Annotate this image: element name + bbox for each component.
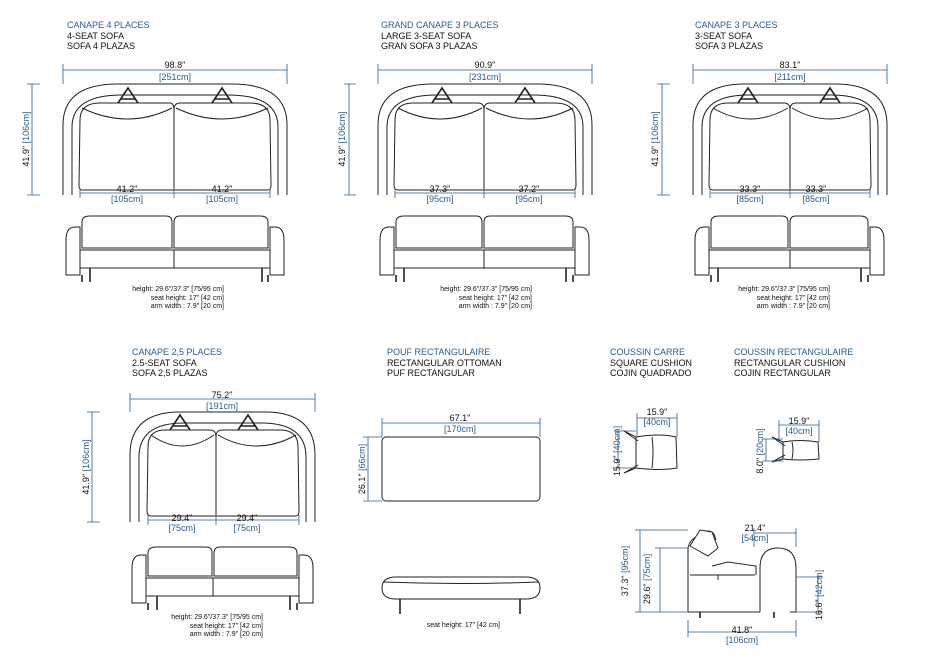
sofa3l-seat2-label: 37.2" [95cm] xyxy=(515,184,543,204)
square-cushion-title-es: COJIN QUADRADO xyxy=(610,368,692,378)
sofa4-specs: height: 29.6"/37.3" [75/95 cm] seat heig… xyxy=(132,286,224,310)
square-cushion-dimension-lines xyxy=(614,413,678,469)
side-back-height-label: 29.6" [75cm] xyxy=(642,553,652,605)
sofa4-title: CANAPE 4 PLACES 4-SEAT SOFA SOFA 4 PLAZA… xyxy=(67,20,150,52)
sofa3l-title: GRAND CANAPE 3 PLACES LARGE 3-SEAT SOFA … xyxy=(381,20,499,52)
ottoman-title-es: PUF RECTANGULAR xyxy=(387,368,475,378)
sofa3-seat2-label: 33.3" [85cm] xyxy=(802,184,830,204)
sofa25-title-en: 2.5-SEAT SOFA xyxy=(132,357,197,368)
sofa3l-top-view xyxy=(377,83,593,195)
sofa3-title: CANAPE 3 PLACES 3-SEAT SOFA SOFA 3 PLAZA… xyxy=(695,20,778,52)
square-cushion-title-fr: COUSSIN CARRE xyxy=(610,347,686,357)
square-cushion-width-label: 15.9" [40cm] xyxy=(643,407,671,427)
side-arm-label: 21.4" [54cm] xyxy=(741,523,769,543)
side-seat-height-label: 16.6" [42cm] xyxy=(814,569,824,621)
rect-cushion-title-fr: COUSSIN RECTANGULAIRE xyxy=(734,347,854,357)
sofa25-title: CANAPE 2,5 PLACES 2.5-SEAT SOFA SOFA 2,5… xyxy=(132,347,222,379)
sofa25-title-es: SOFA 2,5 PLAZAS xyxy=(132,368,208,378)
ottoman-depth-label: 26.1" [66cm] xyxy=(357,443,367,495)
sofa4-title-en: 4-SEAT SOFA xyxy=(67,30,125,41)
ottoman-width-label: 67.1" xyxy=(449,413,471,423)
square-cushion-height-label: 15.9" [40cm] xyxy=(612,425,622,477)
sofa25-seat2-label: 29.4" [75cm] xyxy=(233,513,261,533)
sofa3l-specs: height: 29.6"/37.3" [75/95 cm] seat heig… xyxy=(440,286,532,310)
sofa25-front-view xyxy=(131,546,314,610)
sofa25-seat1-label: 29.4" [75cm] xyxy=(168,513,196,533)
sofa3-title-fr: CANAPE 3 PLACES xyxy=(695,20,778,30)
rect-cushion-title-en: RECTANGULAR CUSHION xyxy=(734,357,846,368)
side-depth-label: 41.8" [106cm] xyxy=(725,625,758,645)
rect-cushion-dimension-lines xyxy=(762,420,820,462)
square-cushion-title: COUSSIN CARRE SQUARE CUSHION COJIN QUADR… xyxy=(610,347,692,379)
rect-cushion-drawing xyxy=(771,436,820,463)
sofa3-depth-label: 41.9" [106cm] xyxy=(650,111,660,167)
sofa3l-width-label: 90.9" xyxy=(474,60,496,70)
ottoman-top-view xyxy=(381,436,541,502)
ottoman-width-cm: [170cm] xyxy=(443,424,476,434)
sofa4-dimension-lines xyxy=(27,64,288,198)
sofa4-title-fr: CANAPE 4 PLACES xyxy=(67,20,150,30)
side-view-dimension-lines xyxy=(635,528,823,637)
sofa25-width-label: 75.2" xyxy=(211,390,233,400)
sofa3l-title-en: LARGE 3-SEAT SOFA xyxy=(381,30,472,41)
sofa3l-width-cm: [231cm] xyxy=(468,72,501,82)
sofa3-seat1-label: 33.3" [85cm] xyxy=(736,184,764,204)
ottoman-title-en: RECTANGULAR OTTOMAN xyxy=(387,357,502,368)
sofa-side-view xyxy=(687,529,797,618)
sofa3l-seat1-label: 37.3" [95cm] xyxy=(426,184,454,204)
sofa25-top-view xyxy=(129,411,316,522)
sofa25-specs: height: 29.6"/37.3" [75/95 cm] seat heig… xyxy=(171,614,263,638)
rect-cushion-width-label: 15.9" [40cm] xyxy=(785,416,813,436)
sofa3-top-view xyxy=(692,83,888,195)
rect-cushion-height-label: 8.0" [20cm] xyxy=(755,428,765,474)
sofa25-depth-label: 41.9" [106cm] xyxy=(81,439,91,495)
sofa3l-title-fr: GRAND CANAPE 3 PLACES xyxy=(381,20,499,30)
sofa3-dimension-lines xyxy=(657,64,888,198)
sofa3-specs: height: 29.6"/37.3" [75/95 cm] seat heig… xyxy=(738,286,830,310)
sofa4-seat1-label: 41.2" [105cm] xyxy=(110,184,143,204)
sofa3-title-es: SOFA 3 PLAZAS xyxy=(695,41,764,51)
sofa25-title-fr: CANAPE 2,5 PLACES xyxy=(132,347,223,357)
rect-cushion-title-es: COJIN RECTANGULAR xyxy=(734,368,831,378)
ottoman-title-fr: POUF RECTANGULAIRE xyxy=(387,347,491,357)
square-cushion-drawing xyxy=(623,430,678,474)
sofa25-width-cm: [191cm] xyxy=(205,401,238,411)
sofa4-depth-label: 41.9" [106cm] xyxy=(21,111,31,167)
sofa4-top-view xyxy=(62,83,288,195)
sofa3-title-en: 3-SEAT SOFA xyxy=(695,30,753,41)
sofa3l-title-es: GRAN SOFA 3 PLAZAS xyxy=(381,41,478,51)
sofa4-width-label: 98.8" xyxy=(164,60,186,70)
ottoman-spec: seat height: 17" [42 cm] xyxy=(426,622,500,629)
sofa25-dimension-lines xyxy=(87,393,316,525)
sofa4-width-cm: [251cm] xyxy=(158,72,191,82)
ottoman-dimension-lines xyxy=(363,418,541,502)
sofa3-width-label: 83.1" xyxy=(779,60,801,70)
sofa4-title-es: SOFA 4 PLAZAS xyxy=(67,41,136,51)
sofa3l-front-view xyxy=(379,215,590,282)
sofa4-seat2-label: 41.2" [105cm] xyxy=(205,184,238,204)
sofa3-front-view xyxy=(694,215,885,282)
sofa4-front-view xyxy=(65,215,285,282)
side-total-height-label: 37.3" [95cm] xyxy=(620,545,630,597)
sofa3l-dimension-lines xyxy=(344,64,593,198)
sofa3-width-cm: [211cm] xyxy=(774,72,806,82)
sofa3l-depth-label: 41.9" [106cm] xyxy=(337,111,347,167)
square-cushion-title-en: SQUARE CUSHION xyxy=(610,357,693,368)
ottoman-side-view xyxy=(381,576,541,614)
ottoman-title: POUF RECTANGULAIRE RECTANGULAR OTTOMAN P… xyxy=(387,347,502,379)
rect-cushion-title: COUSSIN RECTANGULAIRE RECTANGULAR CUSHIO… xyxy=(734,347,853,379)
